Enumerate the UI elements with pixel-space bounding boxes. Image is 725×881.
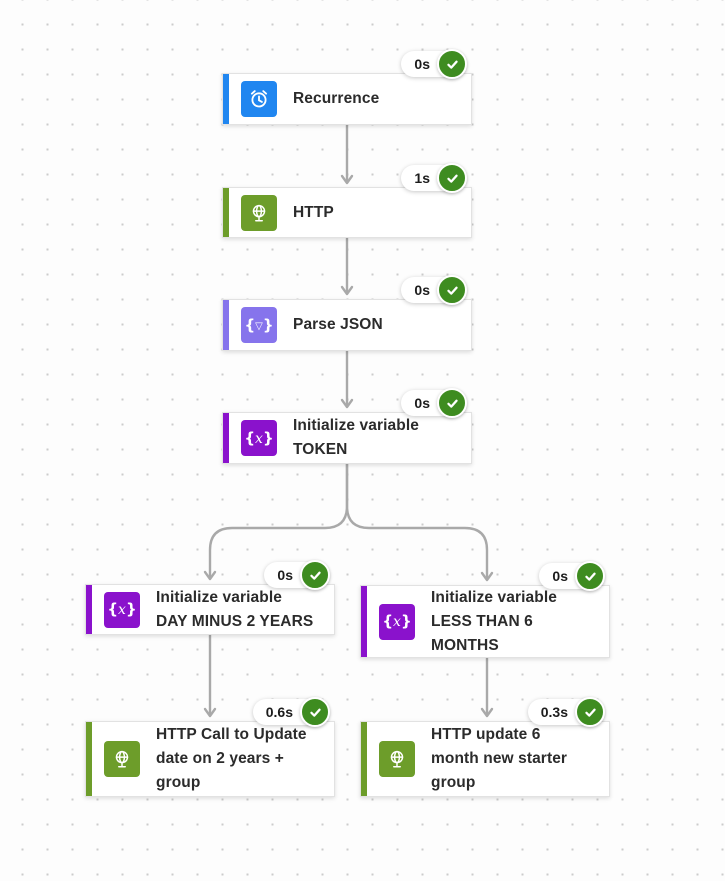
accent-bar bbox=[223, 413, 229, 463]
accent-bar bbox=[86, 722, 92, 796]
duration-text: 0.6s bbox=[265, 704, 293, 720]
accent-bar bbox=[223, 300, 229, 350]
success-check-icon bbox=[575, 561, 605, 591]
success-check-icon bbox=[300, 560, 330, 590]
accent-bar bbox=[86, 585, 92, 634]
variable-braces-x-icon: {x} bbox=[241, 420, 277, 456]
node-label: HTTP Call to Update date on 2 years + gr… bbox=[156, 726, 307, 791]
status-badge[interactable]: 1s bbox=[401, 163, 467, 193]
success-check-icon bbox=[575, 697, 605, 727]
status-badge[interactable]: 0s bbox=[401, 275, 467, 305]
status-badge[interactable]: 0.6s bbox=[252, 697, 330, 727]
node-label: HTTP update 6 month new starter group bbox=[431, 726, 568, 791]
node-label: Initialize variable LESS THAN 6 MONTHS bbox=[431, 588, 557, 654]
node-label: Initialize variable TOKEN bbox=[293, 417, 419, 458]
alarm-clock-icon bbox=[241, 81, 277, 117]
duration-text: 1s bbox=[414, 170, 430, 186]
variable-braces-x-icon: {x} bbox=[104, 591, 140, 628]
duration-text: 0s bbox=[414, 282, 430, 298]
accent-bar bbox=[361, 722, 367, 796]
status-badge[interactable]: 0.3s bbox=[527, 697, 605, 727]
success-check-icon bbox=[437, 49, 467, 79]
globe-icon bbox=[379, 741, 415, 777]
success-check-icon bbox=[437, 275, 467, 305]
status-badge[interactable]: 0s bbox=[264, 560, 330, 590]
accent-bar bbox=[223, 188, 229, 237]
flow-node-http-update-6-month-starter-group[interactable]: HTTP update 6 month new starter group 0.… bbox=[360, 697, 610, 797]
status-badge[interactable]: 0s bbox=[401, 49, 467, 79]
node-label: Initialize variable DAY MINUS 2 YEARS bbox=[156, 588, 314, 630]
flow-node-http[interactable]: HTTP 1s bbox=[222, 163, 472, 238]
connector-token-right-branch bbox=[345, 464, 494, 582]
node-label: Parse JSON bbox=[293, 316, 383, 333]
duration-text: 0s bbox=[552, 568, 568, 584]
flow-node-initialize-variable-token[interactable]: {x} Initialize variable TOKEN 0s bbox=[222, 388, 472, 464]
node-label: Recurrence bbox=[293, 90, 380, 107]
flow-node-initialize-variable-day-minus-2-years[interactable]: {x} Initialize variable DAY MINUS 2 YEAR… bbox=[85, 560, 335, 635]
duration-text: 0s bbox=[414, 395, 430, 411]
node-label: HTTP bbox=[293, 203, 334, 221]
status-badge[interactable]: 0s bbox=[539, 561, 605, 591]
flow-node-http-call-update-2-years-group[interactable]: HTTP Call to Update date on 2 years + gr… bbox=[85, 697, 335, 797]
variable-braces-x-icon: {x} bbox=[379, 603, 415, 640]
flow-node-recurrence[interactable]: Recurrence 0s bbox=[222, 49, 472, 125]
duration-text: 0s bbox=[277, 567, 293, 583]
status-badge[interactable]: 0s bbox=[401, 388, 467, 418]
accent-bar bbox=[223, 74, 229, 124]
accent-bar bbox=[361, 586, 367, 657]
duration-text: 0s bbox=[414, 56, 430, 72]
success-check-icon bbox=[300, 697, 330, 727]
duration-text: 0.3s bbox=[540, 704, 568, 720]
flow-node-parse-json[interactable]: {▽} Parse JSON 0s bbox=[222, 275, 472, 351]
parse-json-braces-icon: {▽} bbox=[241, 307, 277, 343]
globe-icon bbox=[104, 741, 140, 777]
success-check-icon bbox=[437, 388, 467, 418]
flow-node-initialize-variable-less-than-6-months[interactable]: {x} Initialize variable LESS THAN 6 MONT… bbox=[360, 561, 610, 658]
success-check-icon bbox=[437, 163, 467, 193]
globe-icon bbox=[241, 194, 277, 231]
